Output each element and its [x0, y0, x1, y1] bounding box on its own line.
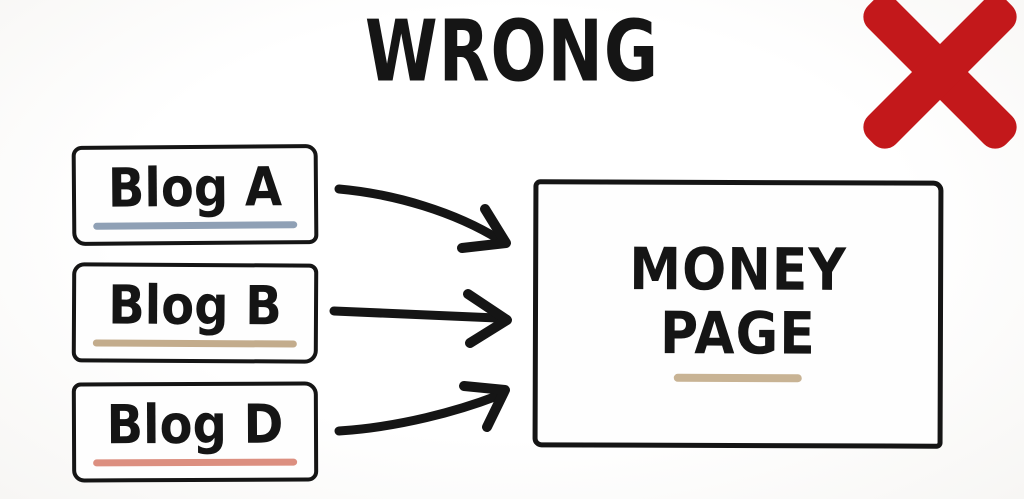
blog-d-label: Blog D [106, 393, 284, 457]
money-page-label: MONEY PAGE [629, 236, 848, 369]
arrow-blog-d-to-money-page [334, 381, 510, 436]
blog-b-label: Blog B [108, 274, 283, 338]
money-page-label-line1: MONEY [629, 236, 848, 305]
target-box-money-page: MONEY PAGE [532, 179, 944, 449]
blog-d-underline [93, 458, 298, 467]
blog-a-underline [93, 221, 298, 230]
money-page-label-line2: PAGE [659, 300, 816, 369]
arrow-blog-b-to-money-page [329, 289, 512, 348]
arrow-blog-a-to-money-page [334, 184, 511, 253]
money-page-underline [673, 373, 802, 383]
blog-a-label: Blog A [107, 155, 283, 221]
page-title-text: WRONG [364, 2, 660, 102]
red-x-strokes [863, 0, 1017, 149]
source-box-blog-b: Blog B [71, 262, 319, 364]
page-title: WRONG [0, 10, 1024, 94]
source-box-blog-d: Blog D [71, 381, 319, 483]
blog-b-underline [92, 339, 297, 348]
red-x-mark-icon [863, 0, 1017, 149]
source-box-blog-a: Blog A [71, 144, 319, 246]
